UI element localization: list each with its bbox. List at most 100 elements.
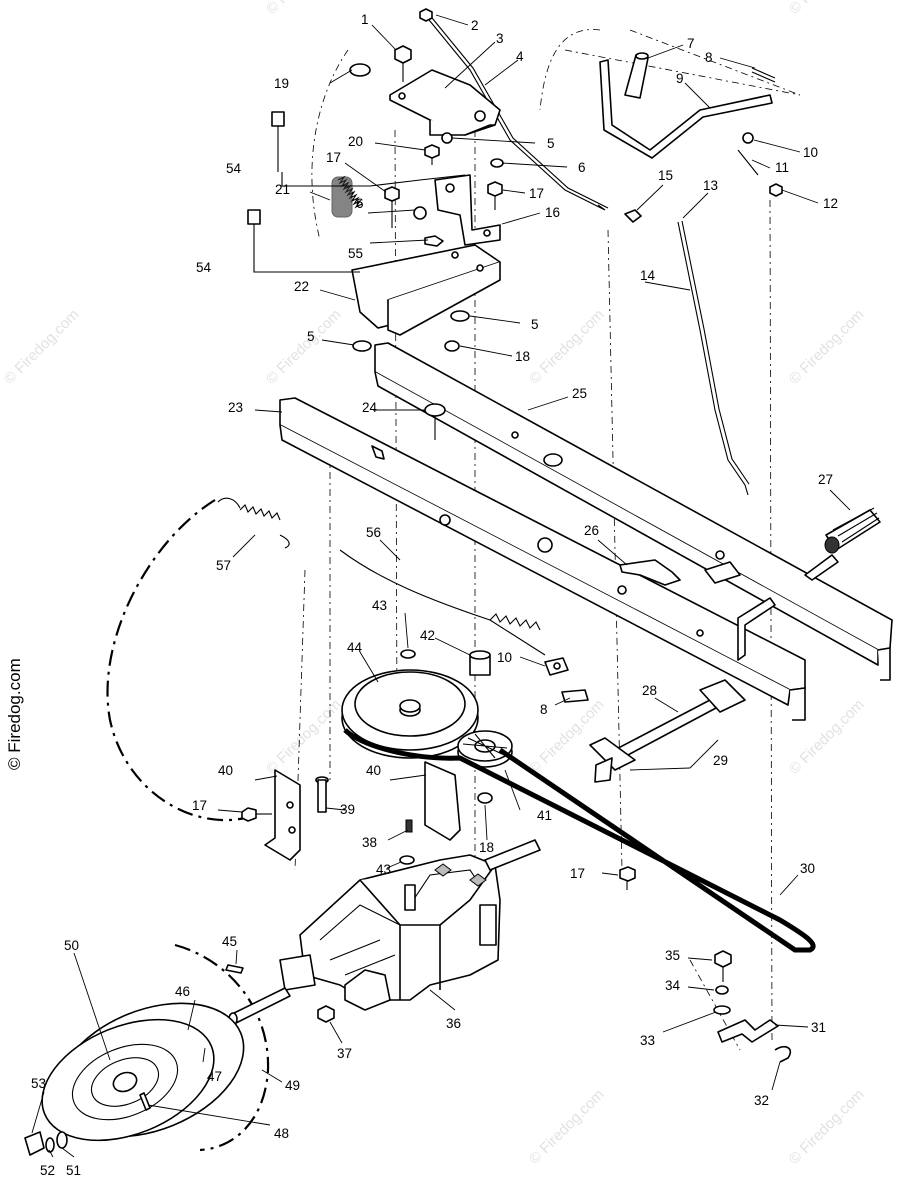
callout-8: 8 — [705, 50, 713, 65]
part-30-belt — [343, 728, 816, 953]
callout-49: 49 — [285, 1078, 300, 1093]
callout-5: 5 — [307, 329, 315, 344]
callout-41: 41 — [537, 808, 552, 823]
part-40-bracket — [264, 769, 301, 861]
part-9-lever — [599, 59, 773, 159]
callout-48: 48 — [274, 1126, 289, 1141]
callout-22: 22 — [294, 279, 309, 294]
pedal-arm — [804, 554, 839, 581]
callout-18: 18 — [479, 840, 494, 855]
callout-21: 21 — [275, 182, 290, 197]
part-7-grip — [624, 52, 649, 99]
callout-55: 55 — [348, 246, 363, 261]
part-48-valve — [139, 1092, 151, 1111]
callout-33: 33 — [640, 1033, 655, 1048]
watermark-text: © Firedog.com — [786, 1086, 868, 1168]
cable-routing-loop — [106, 499, 246, 822]
callout-47: 47 — [207, 1069, 222, 1084]
part-44-pulley — [341, 669, 479, 759]
callout-40: 40 — [366, 763, 381, 778]
callout-54: 54 — [196, 260, 212, 275]
callout-37: 37 — [337, 1046, 352, 1061]
callout-8: 8 — [540, 702, 548, 717]
callout-10: 10 — [497, 650, 512, 665]
part-29-bracket — [589, 679, 746, 783]
callout-29: 29 — [713, 753, 728, 768]
part-18-nut — [477, 792, 493, 804]
part-33-washer — [713, 1005, 731, 1015]
callout-5: 5 — [547, 136, 555, 151]
part-39-bolt — [315, 776, 329, 813]
callout-27: 27 — [818, 472, 833, 487]
callout-6: 6 — [356, 196, 364, 211]
callout-17: 17 — [570, 866, 585, 881]
part-14-rod — [677, 221, 749, 496]
callout-51: 51 — [66, 1163, 81, 1178]
watermark-text: © Firedog.com — [786, 306, 868, 388]
part-25-frame — [374, 342, 893, 681]
callout-31: 31 — [811, 1020, 826, 1035]
part-21-spring — [331, 175, 363, 218]
callout-26: 26 — [584, 523, 599, 538]
callout-52: 52 — [40, 1163, 55, 1178]
callout-7: 7 — [687, 36, 695, 51]
part-17-bolt — [241, 807, 272, 822]
watermark-text: © Firedog.com — [263, 696, 345, 778]
part-53-cap — [24, 1131, 45, 1156]
callout-6: 6 — [578, 160, 586, 175]
callout-56: 56 — [366, 525, 381, 540]
callout-32: 32 — [754, 1093, 769, 1108]
callout-15: 15 — [658, 168, 673, 183]
watermark-text: © Firedog.com — [1, 306, 83, 388]
callout-25: 25 — [572, 386, 587, 401]
callout-labels: 1 2 3 4 5 5 5 6 6 7 8 8 9 10 10 11 12 13… — [31, 12, 838, 1178]
callout-14: 14 — [640, 268, 656, 283]
callout-36: 36 — [446, 1016, 461, 1031]
part-32-clip — [774, 1046, 792, 1063]
hardware-nuts — [352, 8, 783, 352]
callout-12: 12 — [823, 196, 838, 211]
part-19-connector — [349, 63, 371, 77]
part-40-bracket — [424, 761, 461, 841]
part-52-washer — [45, 1137, 55, 1153]
callout-13: 13 — [703, 178, 718, 193]
callout-34: 34 — [665, 978, 681, 993]
callout-17: 17 — [529, 186, 544, 201]
watermark-text: © Firedog.com — [263, 306, 345, 388]
watermark-side-text: © Firedog.com — [5, 658, 24, 770]
part-26-plate — [619, 559, 681, 586]
callout-45: 45 — [222, 934, 237, 949]
part-36-transaxle — [279, 839, 541, 1011]
part-23-frame — [279, 397, 806, 721]
part-17-bolt — [619, 866, 636, 890]
callout-3: 3 — [496, 31, 504, 46]
leader-lines — [31, 14, 851, 1158]
callout-20: 20 — [348, 134, 363, 149]
part-35-bolt — [714, 950, 732, 982]
callout-24: 24 — [362, 400, 378, 415]
callout-1: 1 — [361, 12, 369, 27]
tire-outline-guide — [174, 943, 270, 1152]
callout-57: 57 — [216, 558, 231, 573]
callout-35: 35 — [665, 948, 680, 963]
part-50-rim — [90, 1057, 160, 1107]
callout-19: 19 — [274, 76, 289, 91]
callout-42: 42 — [420, 628, 435, 643]
part-45-key — [225, 964, 244, 974]
callout-5: 5 — [531, 317, 539, 332]
callout-23: 23 — [228, 400, 243, 415]
callout-54: 54 — [226, 161, 242, 176]
callout-44: 44 — [347, 640, 363, 655]
part-43-washer — [399, 855, 415, 865]
callout-9: 9 — [676, 71, 684, 86]
part-54-bolt — [271, 111, 285, 172]
callout-10: 10 — [803, 145, 818, 160]
callout-17: 17 — [192, 798, 207, 813]
part-41-idler — [457, 730, 513, 768]
part-34-washer — [715, 985, 729, 995]
part-54-bolt — [247, 209, 261, 265]
pulley-hardware — [400, 649, 589, 703]
callout-38: 38 — [362, 835, 377, 850]
transaxle-axle — [229, 987, 291, 1024]
